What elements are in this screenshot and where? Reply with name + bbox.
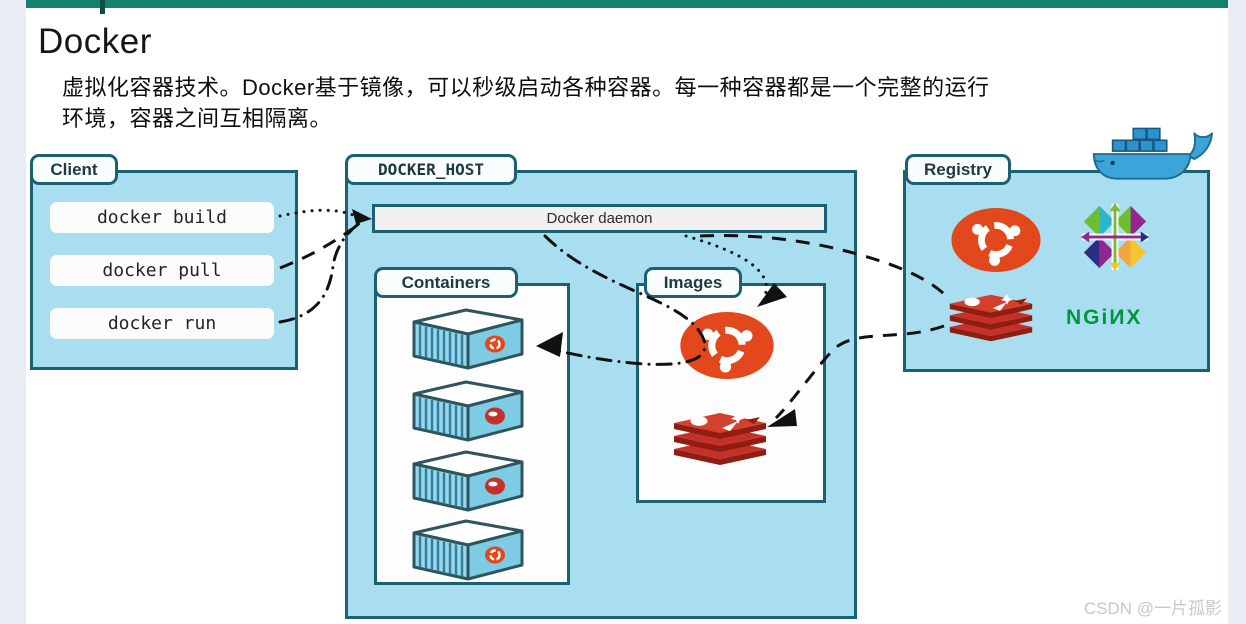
ubuntu-image-icon	[680, 312, 774, 379]
page-title: Docker	[38, 22, 152, 61]
docker-run-command: docker run	[50, 308, 274, 339]
docker-whale-icon	[1092, 127, 1214, 180]
nginx-registry-logo: NGiИX	[1066, 306, 1143, 329]
docker-pull-command: docker pull	[50, 255, 274, 286]
container-icon-redis	[412, 450, 524, 512]
docker-daemon-bar: Docker daemon	[372, 204, 827, 233]
container-icon-redis	[412, 380, 524, 442]
registry-label: Registry	[905, 154, 1011, 185]
redis-registry-icon	[949, 293, 1033, 342]
container-icon-ubuntu	[412, 308, 524, 370]
ubuntu-registry-icon	[950, 208, 1042, 272]
left-margin	[0, 0, 26, 624]
containers-label: Containers	[374, 267, 518, 298]
description-line-1: 虚拟化容器技术。Docker基于镜像，可以秒级启动各种容器。每一种容器都是一个完…	[62, 75, 990, 100]
client-label: Client	[30, 154, 118, 185]
redis-image-icon	[674, 412, 766, 465]
top-bar-tick	[100, 0, 105, 14]
docker-build-command: docker build	[50, 202, 274, 233]
container-icon-ubuntu	[412, 519, 524, 581]
images-label: Images	[644, 267, 742, 298]
accent-top-bar	[26, 0, 1228, 8]
docker-host-label: DOCKER_HOST	[345, 154, 517, 185]
right-margin	[1228, 0, 1246, 624]
csdn-watermark: CSDN @一片孤影	[1083, 599, 1222, 618]
description-line-2: 环境，容器之间互相隔离。	[62, 106, 333, 131]
centos-registry-icon	[1080, 202, 1150, 272]
